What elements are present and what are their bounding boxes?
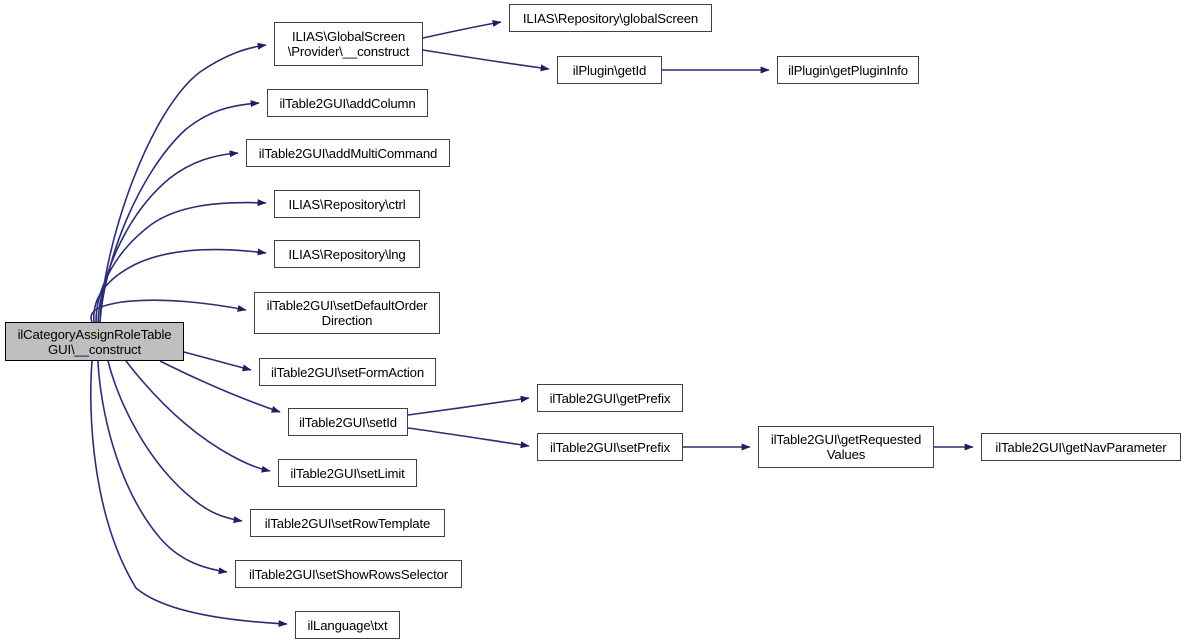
- graph-node-globalscreen_provider_construct[interactable]: ILIAS\GlobalScreen \Provider\__construct: [274, 22, 423, 66]
- graph-node-ilplugin_getplugininfo[interactable]: ilPlugin\getPluginInfo: [777, 56, 919, 84]
- graph-node-repository_ctrl[interactable]: ILIAS\Repository\ctrl: [274, 190, 420, 218]
- graph-node-label-globalscreen_provider_construct: ILIAS\GlobalScreen \Provider\__construct: [287, 29, 410, 59]
- graph-node-repository_globalscreen[interactable]: ILIAS\Repository\globalScreen: [509, 4, 712, 32]
- graph-node-setid[interactable]: ilTable2GUI\setId: [288, 408, 408, 436]
- call-edge-root-to-repository_ctrl: [95, 199, 267, 323]
- call-edge-root-to-setdefaultorderdirection: [90, 299, 247, 323]
- graph-node-label-getprefix: ilTable2GUI\getPrefix: [549, 390, 671, 406]
- graph-node-label-repository_globalscreen: ILIAS\Repository\globalScreen: [522, 10, 699, 26]
- call-edge-root-to-illanguage_txt: [90, 360, 288, 628]
- graph-node-root: ilCategoryAssignRoleTable GUI\__construc…: [5, 322, 184, 361]
- graph-node-getprefix[interactable]: ilTable2GUI\getPrefix: [537, 384, 683, 412]
- graph-node-label-setlimit: ilTable2GUI\setLimit: [290, 465, 405, 481]
- graph-node-label-addmulticommand: ilTable2GUI\addMultiCommand: [258, 145, 438, 161]
- call-edge-root-to-addcolumn: [99, 100, 260, 323]
- call-edge-root-to-repository_lng: [93, 248, 267, 323]
- edges-group: [90, 19, 974, 628]
- call-edge-root-to-setlimit: [125, 360, 271, 473]
- graph-node-label-ilplugin_getid: ilPlugin\getId: [572, 62, 647, 78]
- graph-node-setdefaultorderdirection[interactable]: ilTable2GUI\setDefaultOrder Direction: [254, 292, 440, 334]
- graph-node-addmulticommand[interactable]: ilTable2GUI\addMultiCommand: [246, 139, 450, 167]
- graph-node-label-getrequestedvalues: ilTable2GUI\getRequested Values: [770, 432, 922, 462]
- call-edge-root-to-setshowrowsselector: [97, 360, 228, 575]
- graph-node-illanguage_txt[interactable]: ilLanguage\txt: [295, 611, 400, 639]
- graph-node-addcolumn[interactable]: ilTable2GUI\addColumn: [267, 89, 428, 117]
- graph-node-label-setid: ilTable2GUI\setId: [299, 414, 397, 430]
- call-edge-root-to-addmulticommand: [97, 150, 239, 323]
- graph-node-getrequestedvalues[interactable]: ilTable2GUI\getRequested Values: [758, 426, 934, 468]
- graph-node-label-getnavparameter: ilTable2GUI\getNavParameter: [995, 439, 1167, 455]
- graph-node-label-ilplugin_getplugininfo: ilPlugin\getPluginInfo: [788, 62, 908, 78]
- graph-node-label-setdefaultorderdirection: ilTable2GUI\setDefaultOrder Direction: [266, 298, 428, 328]
- graph-node-label-root: ilCategoryAssignRoleTable GUI\__construc…: [17, 326, 172, 357]
- graph-node-label-illanguage_txt: ilLanguage\txt: [307, 617, 388, 633]
- graph-node-setlimit[interactable]: ilTable2GUI\setLimit: [278, 459, 417, 487]
- graph-node-label-addcolumn: ilTable2GUI\addColumn: [279, 95, 416, 111]
- graph-node-label-repository_lng: ILIAS\Repository\lng: [288, 246, 406, 262]
- graph-node-ilplugin_getid[interactable]: ilPlugin\getId: [557, 56, 662, 84]
- graph-node-label-setrowtemplate: ilTable2GUI\setRowTemplate: [264, 515, 431, 531]
- graph-node-label-setformaction: ilTable2GUI\setFormAction: [270, 364, 425, 380]
- graph-node-setshowrowsselector[interactable]: ilTable2GUI\setShowRowsSelector: [235, 560, 462, 588]
- call-edge-root-to-setid: [159, 360, 281, 413]
- graph-node-getnavparameter[interactable]: ilTable2GUI\getNavParameter: [981, 433, 1181, 461]
- graph-node-label-repository_ctrl: ILIAS\Repository\ctrl: [288, 196, 406, 212]
- graph-node-repository_lng[interactable]: ILIAS\Repository\lng: [274, 240, 420, 268]
- graph-node-setrowtemplate[interactable]: ilTable2GUI\setRowTemplate: [250, 509, 445, 537]
- call-edge-root-to-setformaction: [183, 351, 252, 372]
- graph-node-label-setshowrowsselector: ilTable2GUI\setShowRowsSelector: [248, 566, 449, 582]
- call-edge-setid-to-getprefix: [407, 395, 530, 416]
- call-edge-globalscreen_provider_construct-to-repository_globalscreen: [422, 19, 502, 39]
- graph-node-setformaction[interactable]: ilTable2GUI\setFormAction: [259, 358, 436, 386]
- call-edge-root-to-setrowtemplate: [107, 360, 243, 524]
- call-edge-globalscreen_provider_construct-to-ilplugin_getid: [422, 49, 550, 72]
- call-edge-root-to-globalscreen_provider_construct: [99, 42, 267, 323]
- call-edge-setid-to-setprefix: [407, 427, 530, 449]
- graph-node-label-setprefix: ilTable2GUI\setPrefix: [550, 439, 670, 455]
- graph-node-setprefix[interactable]: ilTable2GUI\setPrefix: [537, 433, 683, 461]
